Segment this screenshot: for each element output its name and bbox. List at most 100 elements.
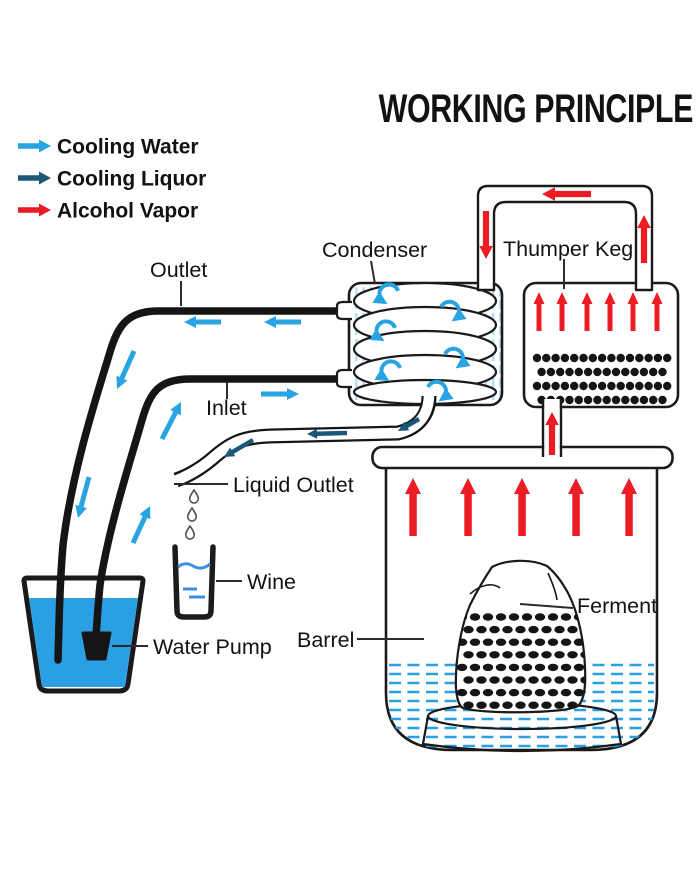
ferment-dot xyxy=(515,701,526,709)
condenser xyxy=(335,281,504,407)
alcohol-vapor-arrow xyxy=(621,478,637,536)
keg-dot xyxy=(551,353,560,363)
ferment-dot xyxy=(469,638,481,646)
wine-label: Wine xyxy=(247,570,296,594)
keg-dot xyxy=(542,381,551,391)
ferment-dot xyxy=(567,625,578,634)
cooling-liquor-arrow xyxy=(224,438,255,457)
ferment-dot xyxy=(547,613,559,621)
ferment-dot xyxy=(489,651,500,659)
keg-dot xyxy=(621,367,630,377)
keg-dot xyxy=(658,367,667,377)
ferment-dot xyxy=(476,625,487,634)
ferment-dot xyxy=(534,688,546,697)
barrel-vapor-arrows xyxy=(405,478,637,536)
keg-dot xyxy=(537,367,546,377)
keg-dot xyxy=(658,395,667,405)
alcohol-vapor-arrow xyxy=(542,187,591,201)
ferment-dot xyxy=(482,613,494,621)
vapor-duct-top xyxy=(476,184,654,292)
keg-dot xyxy=(653,353,663,363)
keg-dot xyxy=(583,395,593,405)
ferment-dot xyxy=(476,701,487,709)
ferment-dot xyxy=(554,676,565,684)
legend-alcohol-vapor: Alcohol Vapor xyxy=(57,200,198,223)
keg-dot xyxy=(593,367,602,377)
ferment-dot xyxy=(502,651,513,659)
ferment-dot xyxy=(463,676,474,684)
cooling-water-arrow xyxy=(130,506,151,544)
keg-dot xyxy=(649,367,658,377)
ferment-dot xyxy=(469,688,481,697)
keg-dot xyxy=(625,381,635,391)
barrel-lid xyxy=(371,445,674,470)
ferment-dot xyxy=(554,625,565,634)
ferment-dot xyxy=(541,701,552,709)
keg-dot xyxy=(607,381,616,391)
ferment-dot xyxy=(495,638,507,646)
ferment-dot xyxy=(547,663,559,672)
keg-dot xyxy=(611,395,621,405)
label-pointer-lines xyxy=(112,259,574,647)
ferment-dot xyxy=(508,613,520,621)
ferment-dot xyxy=(469,613,481,621)
keg-dot xyxy=(570,381,579,391)
ferment-dot xyxy=(521,688,533,697)
condenser-label: Condenser xyxy=(322,238,427,262)
keg-dot xyxy=(611,367,621,377)
ferment-dot xyxy=(463,625,474,634)
legend: Cooling Water Cooling Liquor Alcohol Vap… xyxy=(18,136,206,223)
alcohol-vapor-arrow xyxy=(637,215,651,263)
ferment-dot xyxy=(528,651,539,659)
keg-dot xyxy=(625,353,635,363)
cooling-water-arrow xyxy=(159,402,181,441)
ferment-dot xyxy=(554,701,565,709)
keg-dot xyxy=(560,353,570,363)
cooling-water-arrow xyxy=(116,350,137,389)
keg-dot xyxy=(556,367,565,377)
ferment-dot xyxy=(528,701,539,709)
ferment-dot xyxy=(521,663,533,672)
ferment-dot xyxy=(521,638,533,646)
keg-dot xyxy=(616,353,625,363)
alcohol-vapor-arrow xyxy=(604,292,616,331)
alcohol-vapor-arrow xyxy=(568,478,584,536)
keg-dot xyxy=(570,353,579,363)
ferment-dot xyxy=(463,651,474,659)
ferment-dot xyxy=(489,701,500,709)
keg-dot xyxy=(579,353,588,363)
keg-dot xyxy=(532,381,542,391)
liquid-outlet-label: Liquid Outlet xyxy=(233,473,354,497)
ferment-dot xyxy=(469,663,481,672)
outlet-connector-tab xyxy=(335,300,352,321)
water-pump-label: Water Pump xyxy=(153,635,272,659)
keg-dot xyxy=(639,367,649,377)
alcohol-vapor-arrow xyxy=(514,478,530,536)
ferment-dot xyxy=(508,663,520,672)
alcohol-vapor-arrow xyxy=(405,478,421,536)
ferment-dot xyxy=(560,688,572,697)
liquid-outlet-pipe xyxy=(170,393,437,540)
ferment-dot xyxy=(508,688,520,697)
ferment-dot xyxy=(534,638,546,646)
alcohol-vapor-arrow xyxy=(460,478,476,536)
thumper-keg-vapor-arrows xyxy=(533,292,663,331)
keg-dot xyxy=(565,367,574,377)
ferment-dot xyxy=(482,638,494,646)
ferment-dot xyxy=(463,701,474,709)
keg-dot xyxy=(579,381,588,391)
keg-dot xyxy=(551,381,560,391)
alcohol-vapor-arrow xyxy=(533,292,545,331)
cooling-water-arrow xyxy=(264,316,301,328)
ferment-dot xyxy=(495,663,507,672)
keg-dot xyxy=(588,353,597,363)
ferment-dot xyxy=(521,613,533,621)
ferment-dot xyxy=(534,613,546,621)
ferment-dot xyxy=(502,676,513,684)
ferment-dot xyxy=(541,651,552,659)
keg-dot xyxy=(588,381,597,391)
ferment-dot xyxy=(560,638,572,646)
keg-dot xyxy=(621,395,630,405)
ferment-dot xyxy=(489,625,500,634)
